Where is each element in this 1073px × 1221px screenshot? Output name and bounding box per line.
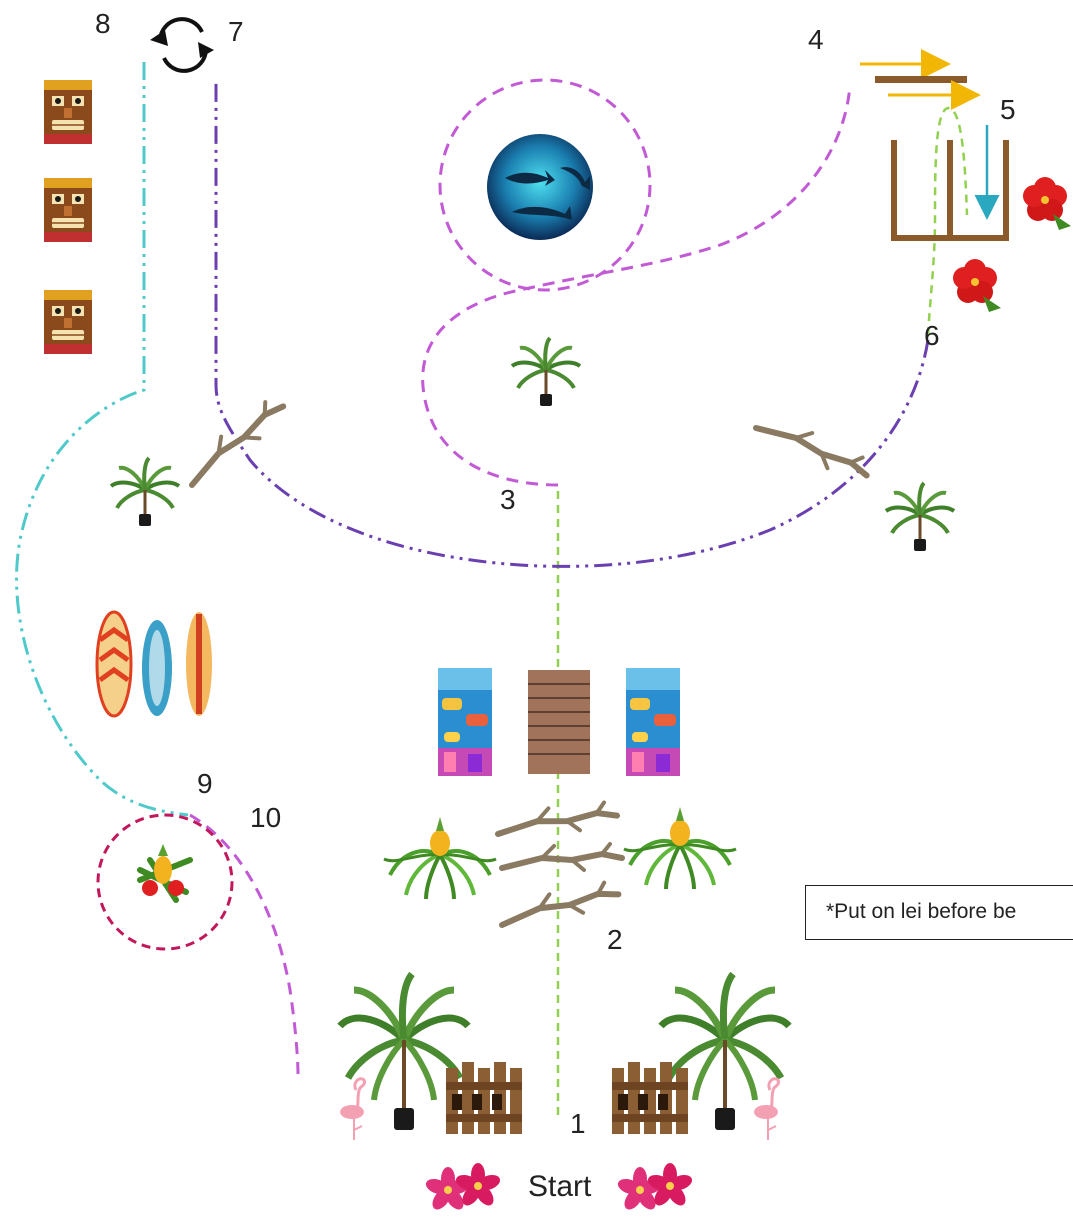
station-number-4: 4: [808, 24, 824, 55]
branch-icon: [178, 395, 290, 487]
wooden-gate-icon: [612, 1062, 688, 1134]
station-number-1: 1: [570, 1108, 586, 1139]
station-number-2: 2: [607, 924, 623, 955]
tiki-statue-icon: [43, 79, 93, 145]
branch-icon: [755, 407, 873, 486]
ocean-poster-icon: [438, 668, 492, 776]
station-number-8: 8: [95, 8, 111, 39]
rotate-icon: [150, 17, 214, 73]
limbo-bar: [875, 76, 967, 83]
plumeria-icon: [423, 1163, 503, 1213]
path-9-to-10: [189, 813, 300, 1076]
station-number-5: 5: [1000, 94, 1016, 125]
station-number-6: 6: [924, 320, 940, 351]
plumeria-icon: [615, 1163, 695, 1213]
start-label: Start: [528, 1170, 592, 1203]
limbo-box: [891, 140, 1009, 241]
wooden-gate-icon: [446, 1062, 522, 1134]
lei-station-circle: [96, 813, 234, 951]
wood-plank-ladder: [528, 670, 590, 774]
station-number-10: 10: [250, 802, 282, 833]
surfboards-icon: [95, 610, 212, 718]
hibiscus-icon: [953, 259, 1001, 312]
station-number-7: 7: [228, 16, 244, 47]
pineapple-plant-icon: [622, 805, 738, 891]
flamingo-icon: [752, 1077, 781, 1142]
pineapple-plant-icon: [382, 815, 498, 901]
branch-icon: [502, 844, 622, 870]
path-5-to-6: [926, 106, 969, 336]
station-number-9: 9: [197, 768, 213, 799]
lei-bouquet-icon: [137, 844, 193, 903]
hibiscus-icon: [1023, 177, 1071, 230]
tiki-statue-icon: [43, 177, 93, 243]
palm-tree-icon: [884, 481, 956, 553]
palm-tree-icon: [510, 336, 582, 408]
note-text: *Put on lei before be: [826, 900, 1017, 923]
shark-loop-path: [438, 78, 652, 292]
station-number-3: 3: [500, 484, 516, 515]
path-6-to-7: [214, 80, 930, 568]
ocean-poster-icon: [626, 668, 680, 776]
path-3-to-4: [421, 84, 852, 487]
flamingo-icon: [338, 1077, 367, 1142]
tiki-statue-icon: [43, 289, 93, 355]
palm-tree-icon: [109, 456, 181, 528]
note-box: *Put on lei before be: [805, 885, 1073, 940]
path-8-to-9: [15, 62, 189, 817]
shark-tank-icon: [487, 134, 593, 240]
